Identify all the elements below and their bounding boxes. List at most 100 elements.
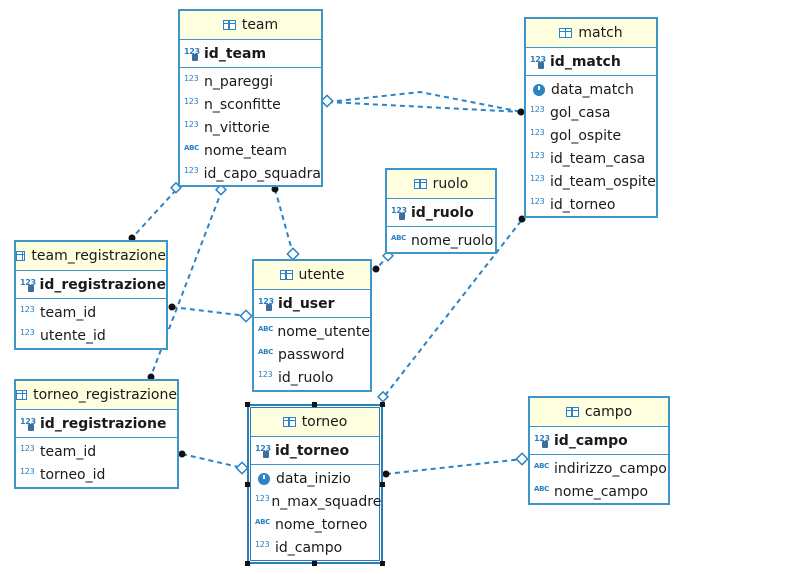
numeric-icon: 123 [530,151,545,160]
numeric-icon: 123 [20,305,35,314]
resize-handle-w[interactable] [245,482,250,487]
table-icon [222,20,236,30]
column-name: nome_torneo [275,516,368,533]
entity-header[interactable]: team [180,11,321,40]
resize-handle-n[interactable] [312,402,317,407]
entity-header[interactable]: campo [530,398,668,427]
table-icon [282,417,296,427]
text-icon: ABC [184,143,199,152]
column-row[interactable]: ABC nome_team [180,139,321,162]
rel-teamreg-utente[interactable] [171,306,248,317]
column-name: n_pareggi [204,73,274,90]
column-name: gol_ospite [550,127,622,144]
rel-match-torneo[interactable] [382,220,522,399]
column-name: id_torneo [550,196,616,213]
resize-handle-sw[interactable] [245,561,250,566]
column-name: id_team [204,45,267,62]
resize-handle-se[interactable] [380,561,385,566]
key-icon: 123 [534,434,552,448]
column-row[interactable]: ABC nome_ruolo [387,229,495,252]
entity-header[interactable]: torneo_registrazione [16,381,177,410]
column-row[interactable]: data_match [526,78,656,101]
table-icon [413,179,427,189]
entity-header[interactable]: match [526,19,656,48]
key-icon: 123 [20,417,38,431]
rel-team-match-a[interactable] [327,90,523,113]
numeric-icon: 123 [184,166,199,175]
column-name: id_registrazione [39,276,166,293]
key-icon: 123 [184,47,202,61]
column-name: gol_casa [550,104,611,121]
rel-team-utente[interactable] [274,188,294,255]
column-name: id_capo_squadra [203,165,321,182]
column-name: torneo_id [40,466,106,483]
column-row[interactable]: data_inizio [251,467,379,490]
entity-header[interactable]: ruolo [387,170,495,199]
column-name: nome_team [204,142,288,159]
column-name: nome_ruolo [411,232,494,249]
table-icon [16,251,26,261]
entity-title: utente [298,267,345,283]
numeric-icon: 123 [20,328,35,337]
column-name: indirizzo_campo [554,460,667,477]
entity-header[interactable]: torneo [251,408,379,437]
rel-torneo-campo[interactable] [385,458,524,475]
column-row[interactable]: 123 n_pareggi [180,70,321,93]
rel-torneoreg-torneo[interactable] [181,453,244,469]
resize-handle-ne[interactable] [380,402,385,407]
text-icon: ABC [258,347,273,356]
column-row[interactable]: 123 id_capo_squadra [180,162,321,185]
numeric-icon: 123 [184,74,199,83]
resize-handle-nw[interactable] [245,402,250,407]
column-row[interactable]: 123 torneo_id [16,463,177,486]
text-icon: ABC [391,233,406,242]
entity-title: team [241,17,279,33]
resize-handle-e[interactable] [380,482,385,487]
entity-header[interactable]: team_registrazione [16,242,166,271]
rel-team-teamreg[interactable] [131,189,177,239]
column-name: n_vittorie [204,119,270,136]
column-name: nome_utente [277,323,370,340]
entity-title: torneo_registrazione [33,387,177,403]
key-icon: 123 [258,297,276,311]
entity-header[interactable]: utente [254,261,370,290]
column-name: id_campo [275,539,343,556]
resize-handle-s[interactable] [312,561,317,566]
numeric-icon: 123 [20,467,35,476]
column-name: data_match [551,81,634,98]
